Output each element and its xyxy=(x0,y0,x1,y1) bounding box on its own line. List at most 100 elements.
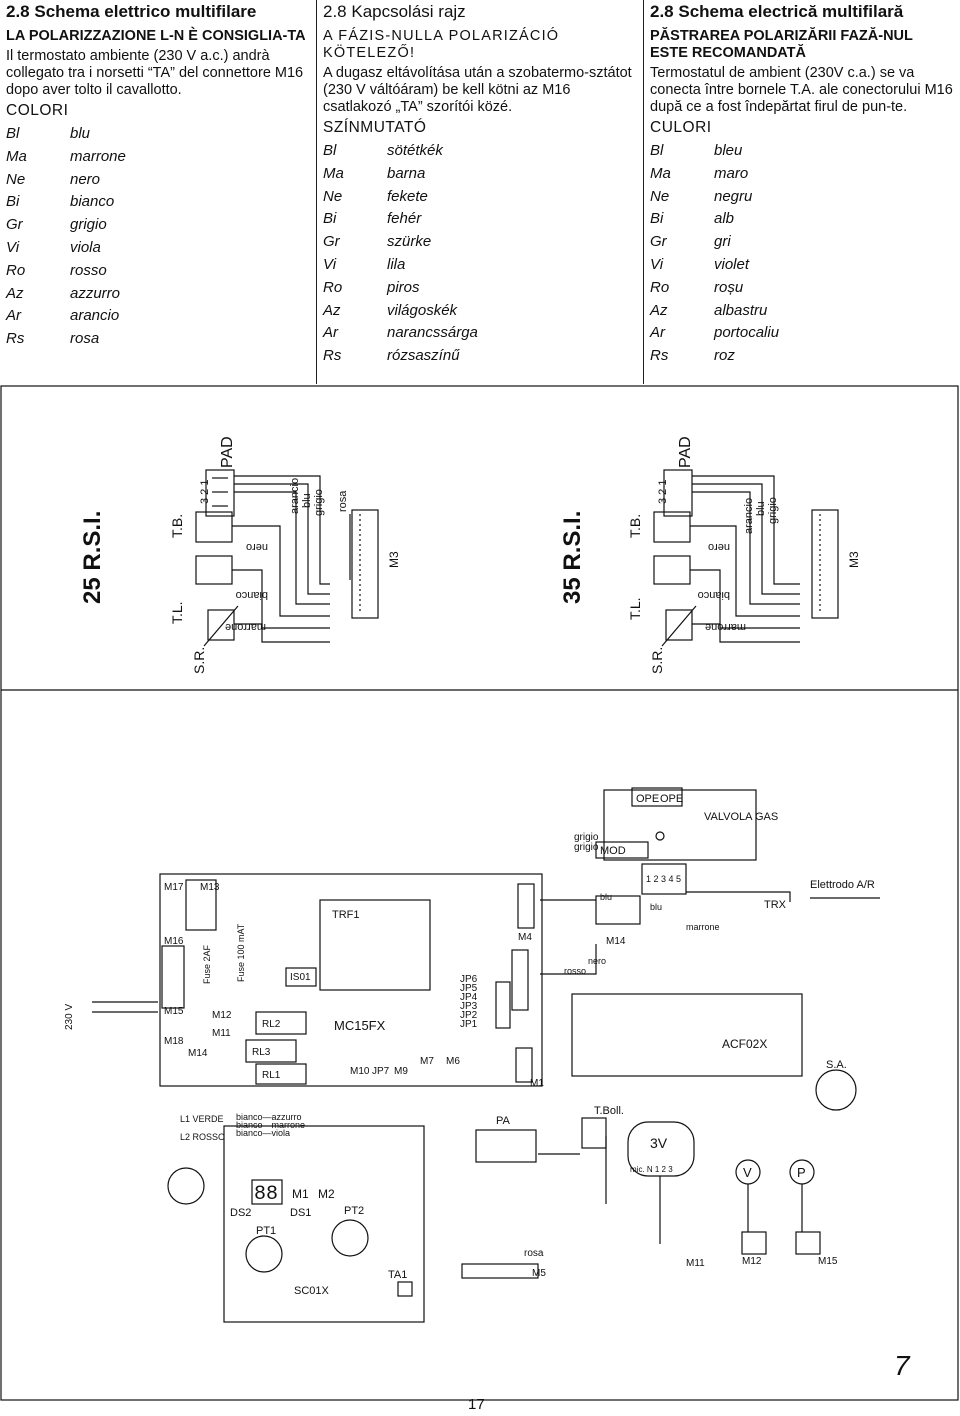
wire-label-rosa: rosa xyxy=(524,1248,544,1259)
pins-321: 3 2 1 xyxy=(657,480,669,504)
m4-label: M4 xyxy=(518,932,532,943)
trf1-block xyxy=(319,899,431,991)
m9-label: M9 xyxy=(394,1066,408,1077)
color-name: azzurro xyxy=(70,284,121,302)
m11-label: M11 xyxy=(686,1258,705,1269)
sensor-sr xyxy=(665,609,693,641)
sr-label: S.R. xyxy=(649,647,665,674)
color-code: Bi xyxy=(6,193,20,211)
color-name: arancio xyxy=(70,307,120,325)
wire-label-bianco-viola: bianco—viola xyxy=(236,1128,290,1138)
instruction-text: A dugasz eltávolítása után a szobatermo-… xyxy=(323,65,632,115)
m17-label: M17 xyxy=(164,882,184,893)
diagram-frame xyxy=(0,385,959,1401)
legend-row: Gr szürke xyxy=(323,233,478,256)
color-code: Gr xyxy=(650,233,667,251)
wire-label-bianco-azzurro: bianco—azzurro xyxy=(236,1112,302,1122)
rl1-block xyxy=(255,1063,307,1085)
m4-block xyxy=(517,883,535,929)
polarization-warning: PĂSTRAREA POLARIZĂRII FAZĂ-NUL ESTE RECO… xyxy=(650,28,913,61)
sr-label: S.R. xyxy=(191,647,207,674)
color-name: rosso xyxy=(70,261,107,279)
legend-row: Vi violet xyxy=(650,256,779,279)
wire-label-blu: blu xyxy=(650,902,662,912)
color-name: portocaliu xyxy=(714,324,780,342)
led-verde-label: L1 VERDE xyxy=(180,1114,224,1124)
thermostat-tl xyxy=(653,555,691,585)
m5-connector xyxy=(461,1263,539,1279)
wire-grigio xyxy=(234,475,330,585)
wire-label-marrone: marrone xyxy=(686,922,720,932)
wire-label-bianco-marrone: bianco—marrone xyxy=(236,1120,305,1130)
valve-3v-label: 3V xyxy=(650,1135,668,1151)
color-name: szürke xyxy=(387,233,432,251)
wire-nero xyxy=(690,525,800,617)
pa-label: PA xyxy=(496,1115,511,1127)
color-code: Ne xyxy=(6,170,26,188)
tboll-label: T.Boll. xyxy=(594,1105,624,1117)
is01-label: IS01 xyxy=(290,972,311,983)
m3-label: M3 xyxy=(387,551,401,568)
wire-label-bianco: bianco xyxy=(236,589,268,601)
jp1: JP1 xyxy=(460,1019,478,1030)
color-code: Rs xyxy=(650,347,669,365)
colors-heading: COLORI xyxy=(6,102,69,119)
color-code: Ne xyxy=(650,187,670,205)
rl3-label: RL3 xyxy=(252,1047,271,1058)
rl2-block xyxy=(255,1011,307,1035)
wire-label-nero: nero xyxy=(588,956,606,966)
model-35-diagram: 35 R.S.I. T.L. T.B. S.R. PAD 3 2 1 aranc… xyxy=(559,436,861,674)
color-code: Bl xyxy=(323,142,337,159)
trf1-label: TRF1 xyxy=(332,909,360,921)
board-outline xyxy=(159,873,543,1087)
colors-heading: CULORI xyxy=(650,119,712,136)
knob-pt1 xyxy=(245,1235,283,1273)
color-code: Vi xyxy=(650,255,664,273)
digit-display xyxy=(251,1179,283,1205)
m13-label: M13 xyxy=(200,882,220,893)
color-code: Rs xyxy=(6,330,25,348)
color-name: lila xyxy=(387,255,406,273)
m13-block xyxy=(185,879,217,931)
wire-blu xyxy=(692,483,800,595)
ta1-label: TA1 xyxy=(388,1269,407,1281)
color-name: maro xyxy=(714,164,749,182)
fan-pins: 1 2 3 4 5 xyxy=(646,874,681,884)
wire-label-grigio: grigio xyxy=(313,489,325,516)
sc01x-label: SC01X xyxy=(294,1285,330,1297)
color-code: Rs xyxy=(323,347,342,365)
ground-icon xyxy=(655,831,665,841)
color-code: Az xyxy=(650,301,668,319)
wire-label-blu: blu xyxy=(301,493,313,508)
m16-label: M16 xyxy=(164,936,184,947)
color-name: violet xyxy=(714,255,750,273)
color-name: világoskék xyxy=(387,301,458,319)
fuse2-label: Fuse 2AF xyxy=(202,944,212,984)
color-code: Gr xyxy=(323,233,340,251)
model-25-label: 25 R.S.I. xyxy=(79,511,106,604)
color-name: albastru xyxy=(714,301,768,319)
color-name: roșu xyxy=(714,278,744,296)
jp4: JP4 xyxy=(460,992,478,1003)
color-code: Ma xyxy=(6,147,27,165)
color-name: bleu xyxy=(714,142,743,159)
valve-3v-pins: mic. N 1 2 3 xyxy=(630,1165,673,1174)
digit-readout: 88 xyxy=(254,1183,278,1206)
wire-label-nero: nero xyxy=(708,541,730,553)
